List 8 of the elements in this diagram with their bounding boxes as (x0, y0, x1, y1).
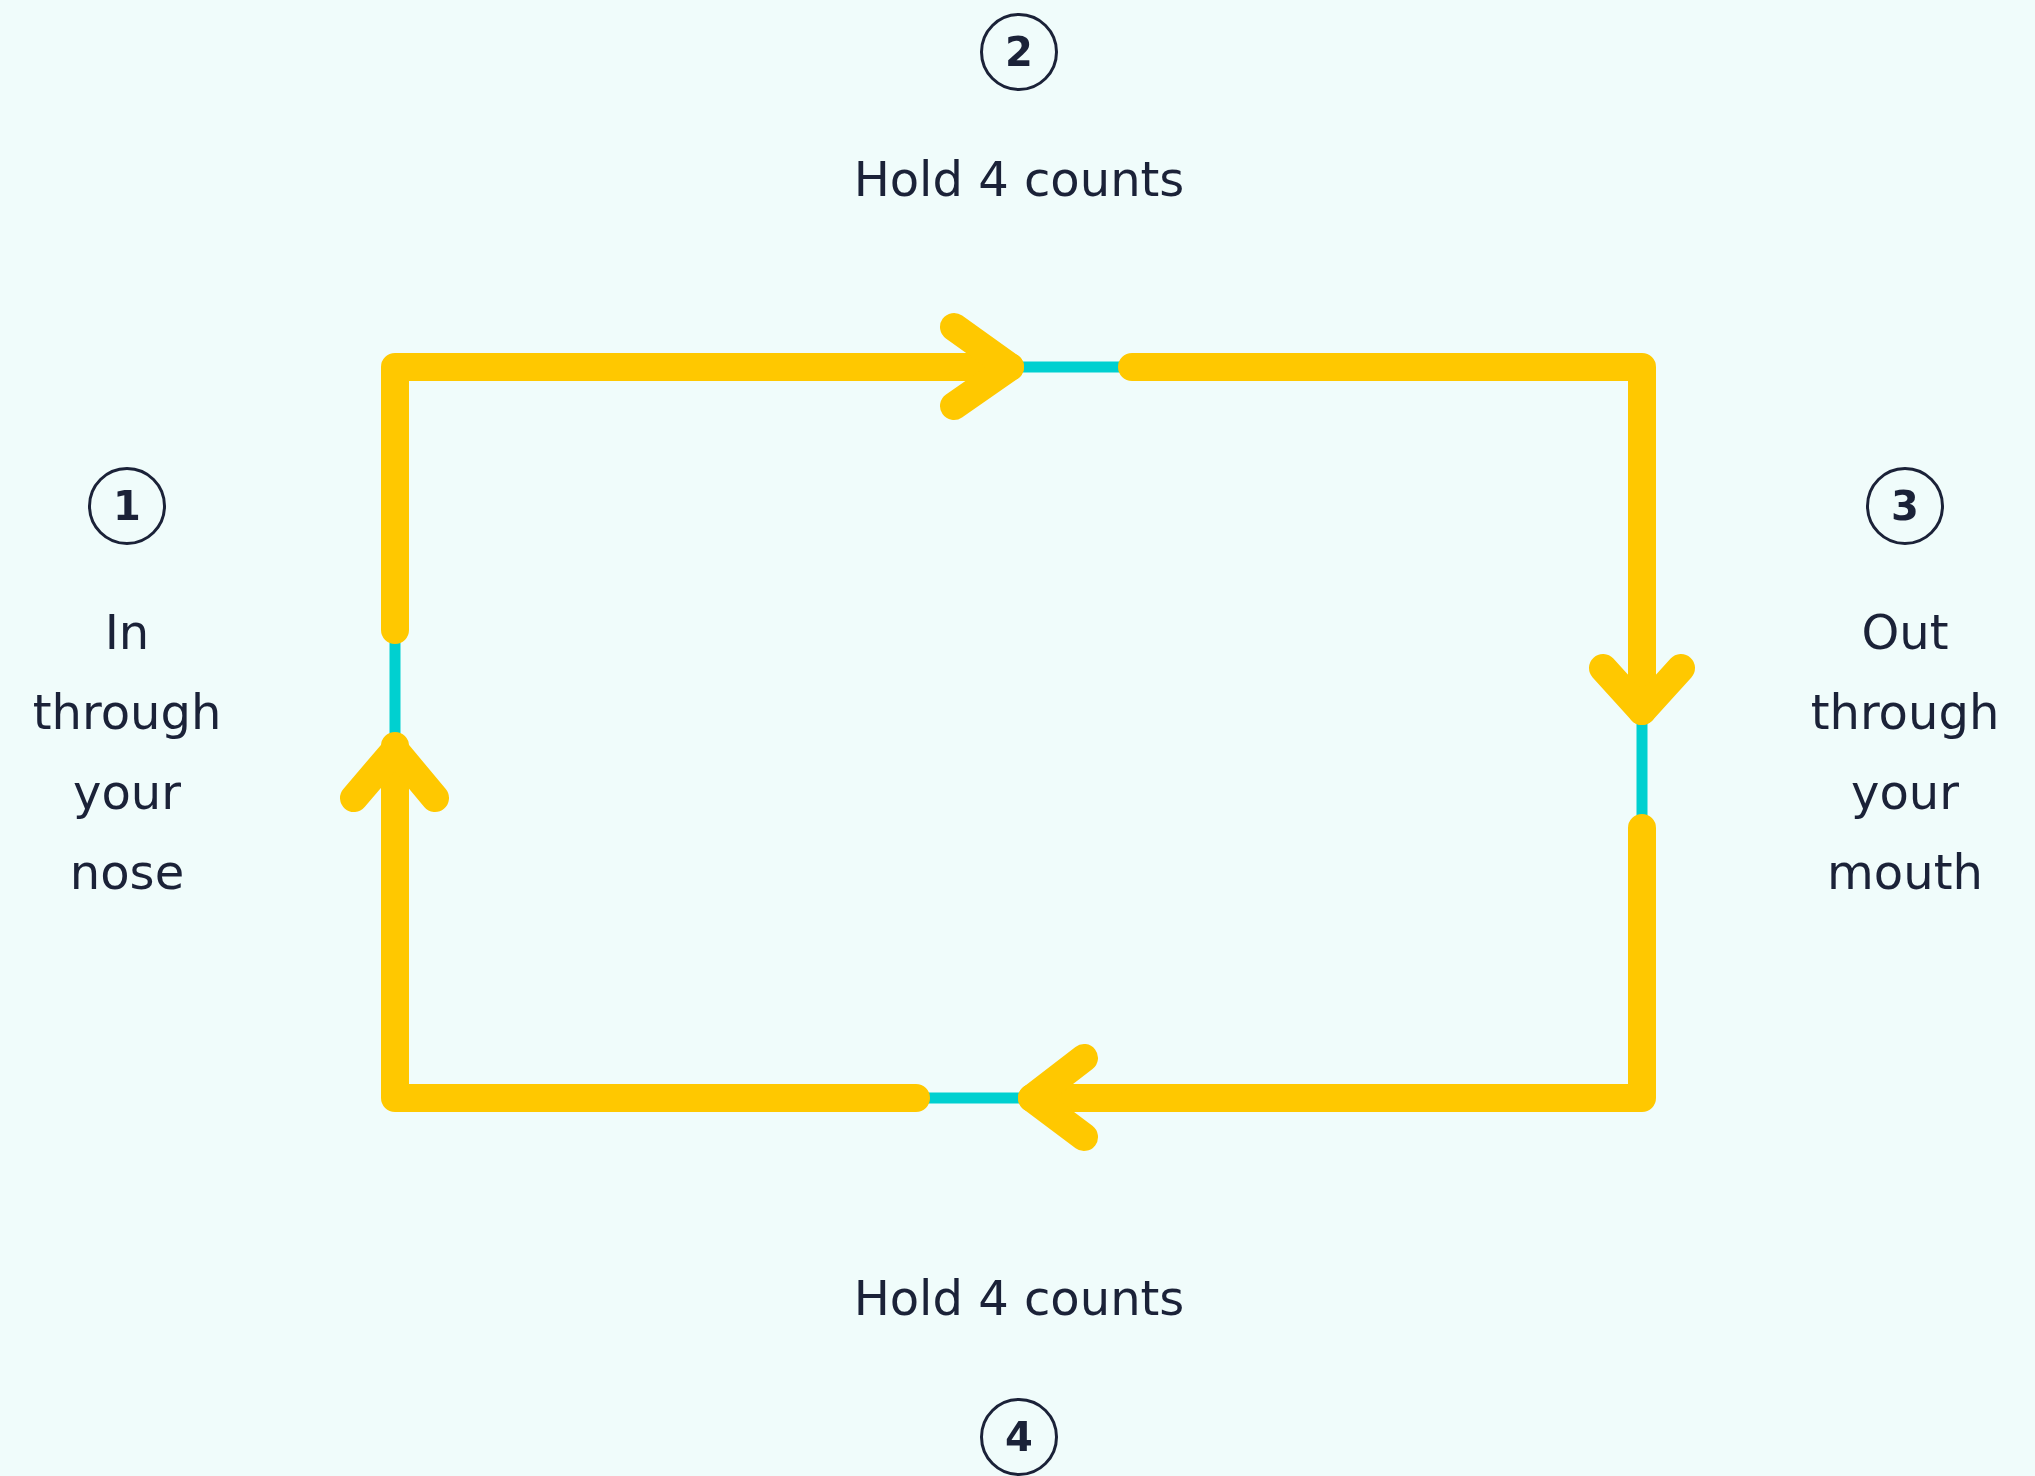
step-number: 1 (88, 467, 166, 545)
step-number: 4 (980, 1398, 1058, 1476)
step-number: 3 (1866, 467, 1944, 545)
step-label: In through your nose (32, 603, 222, 902)
step-label: Out through your mouth (1810, 603, 2000, 902)
step-label: Hold 4 counts (853, 1269, 1185, 1328)
step-number: 2 (980, 13, 1058, 91)
step-label: Hold 4 counts (853, 150, 1185, 209)
